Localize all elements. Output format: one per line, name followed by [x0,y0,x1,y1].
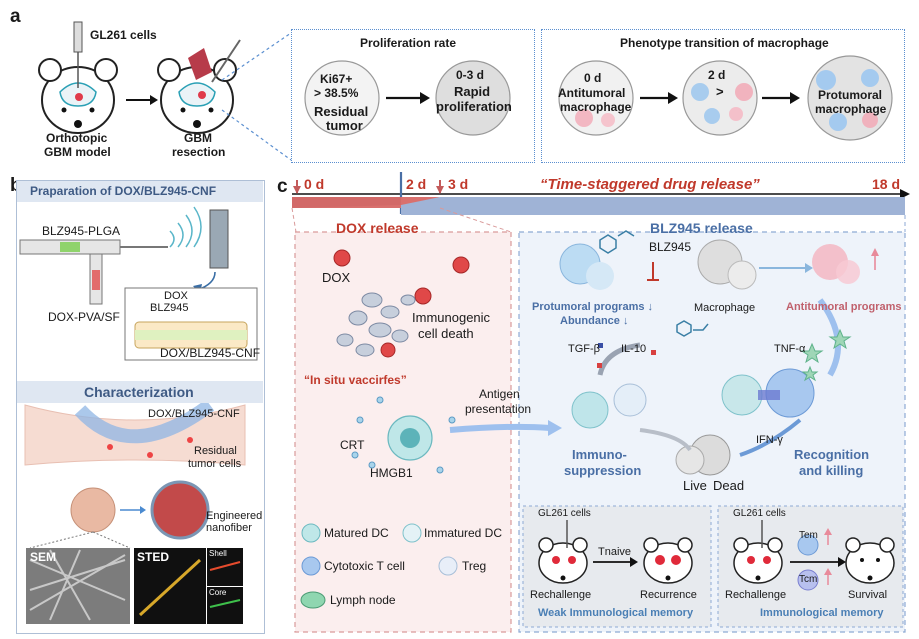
rapid-label-3: proliferation [436,99,512,114]
panel-a-letter: a [10,6,21,27]
cnf-label-b: DOX/BLZ945-CNF [160,346,261,360]
live-text: Live [683,478,707,493]
residual-label-2: tumor [326,118,363,133]
anti-label-2: macrophage [560,100,632,114]
blz-release-title: BLZ945 release [650,220,753,236]
il10-text: IL-10 [621,343,647,355]
crt-text: CRT [340,438,365,452]
proliferation-box [291,29,535,163]
tnf-text: TNF-α [774,343,806,355]
panel-b-letter: b [10,175,22,196]
legend-matured-dc: Matured DC [324,526,389,540]
pro-label-2: macrophage [815,102,887,116]
mouse-icon [38,21,118,134]
rechallenge-left-text: Rechallenge [530,589,592,601]
weak-memory-text: Weak Immunological memory [538,607,694,619]
tgf-text: TGF-β [568,343,600,355]
tem-text: Tem [799,530,818,541]
phenotype-box [541,29,905,163]
legend-immatured-dc: Immatured DC [424,526,503,540]
hmgb1-text: HMGB1 [370,466,413,480]
sted-label: STED [137,550,170,564]
in-situ-text: “In situ vaccirfes” [304,373,407,387]
recurrence-text: Recurrence [640,589,697,601]
char-title: Characterization [84,384,194,400]
t0-label: 0 d [304,176,325,192]
day0-label: 0 d [584,71,602,85]
dox-release-title: DOX release [336,220,419,236]
ki67-label-1: Ki67+ [320,72,353,86]
pheno-title: Phenotype transition of macrophage [620,36,829,50]
char-header [17,381,263,403]
rapid-label-2: Rapid [454,84,491,99]
legend-treg: Treg [462,559,487,573]
antigen-text-1: Antigen [479,387,520,401]
sem-label: SEM [30,550,57,564]
t3-label: 3 d [448,176,469,192]
residual-cells-1: Residual [194,445,237,457]
gl261-left-text: GL261 cells [538,508,591,519]
protumoral-programs-text: Protumoral programs ↓ [532,301,654,313]
immuno-text-1: Immuno- [572,447,627,462]
residual-cells-2: tumor cells [188,458,242,470]
panel-c-letter: c [277,176,288,197]
recog-text-2: and killing [799,463,864,478]
gt-label: > [716,84,724,99]
ifn-text: IFN-γ [756,434,783,446]
icd-text-1: Immunogenic [412,310,491,325]
pro-label-1: Protumoral [818,88,883,102]
dox-text: DOX [322,270,351,285]
resection-label-2: resection [172,145,226,159]
legend-cytotoxic-t: Cytotoxic T cell [324,559,405,573]
core-label: Core [209,588,227,597]
survival-text: Survival [848,589,888,601]
rechallenge-right-text: Rechallenge [725,589,787,601]
shell-label: Shell [209,549,227,558]
residual-label-1: Residual [314,104,369,119]
ki67-label-2: > 38.5% [314,86,359,100]
antigen-text-2: presentation [465,402,532,416]
t18-label: 18 d [872,176,901,192]
rapid-label-1: 0-3 d [456,68,485,82]
gl261-label: GL261 cells [90,28,157,42]
tcm-text: Tcm [799,574,818,585]
recog-text-1: Recognition [794,447,870,462]
day2-label: 2 d [708,68,726,82]
macrophage-text: Macrophage [694,302,756,314]
dead-text: Dead [713,478,745,493]
model-label-1: Orthotopic [46,131,108,145]
prep-header [17,181,263,202]
abundance-text: Abundance ↓ [560,315,629,327]
anti-label-1: Antitumoral [558,86,626,100]
prolif-title: Proliferation rate [360,36,457,50]
immuno-text-2: suppression [564,463,642,478]
dox-pva-label: DOX-PVA/SF [48,310,120,324]
resection-label-1: GBM [184,131,212,145]
panel-b-frame [16,180,265,634]
tnaive-text: Tnaive [598,546,632,558]
prep-title: Praparation of DOX/BLZ945-CNF [30,184,217,198]
blz945-mol-text: BLZ945 [649,240,692,254]
t2-label: 2 d [406,176,427,192]
gl261-right-text: GL261 cells [733,508,786,519]
icd-text-2: cell death [418,326,474,341]
dox-label-b: DOX [164,290,188,302]
legend-lymph-node: Lymph node [330,593,396,607]
memory-text: Immunological memory [760,607,884,619]
timeline-title: “Time-staggered drug release” [540,176,760,193]
blz945-label-b: BLZ945 [150,302,189,314]
blz-plga-label: BLZ945-PLGA [42,224,121,238]
engineered-2: nanofiber [206,522,252,534]
engineered-1: Engineered [206,510,263,522]
cnf-label-char: DOX/BLZ945-CNF [148,408,240,420]
antitumoral-programs-text: Antitumoral programs [786,301,902,313]
model-label-2: GBM model [44,145,111,159]
